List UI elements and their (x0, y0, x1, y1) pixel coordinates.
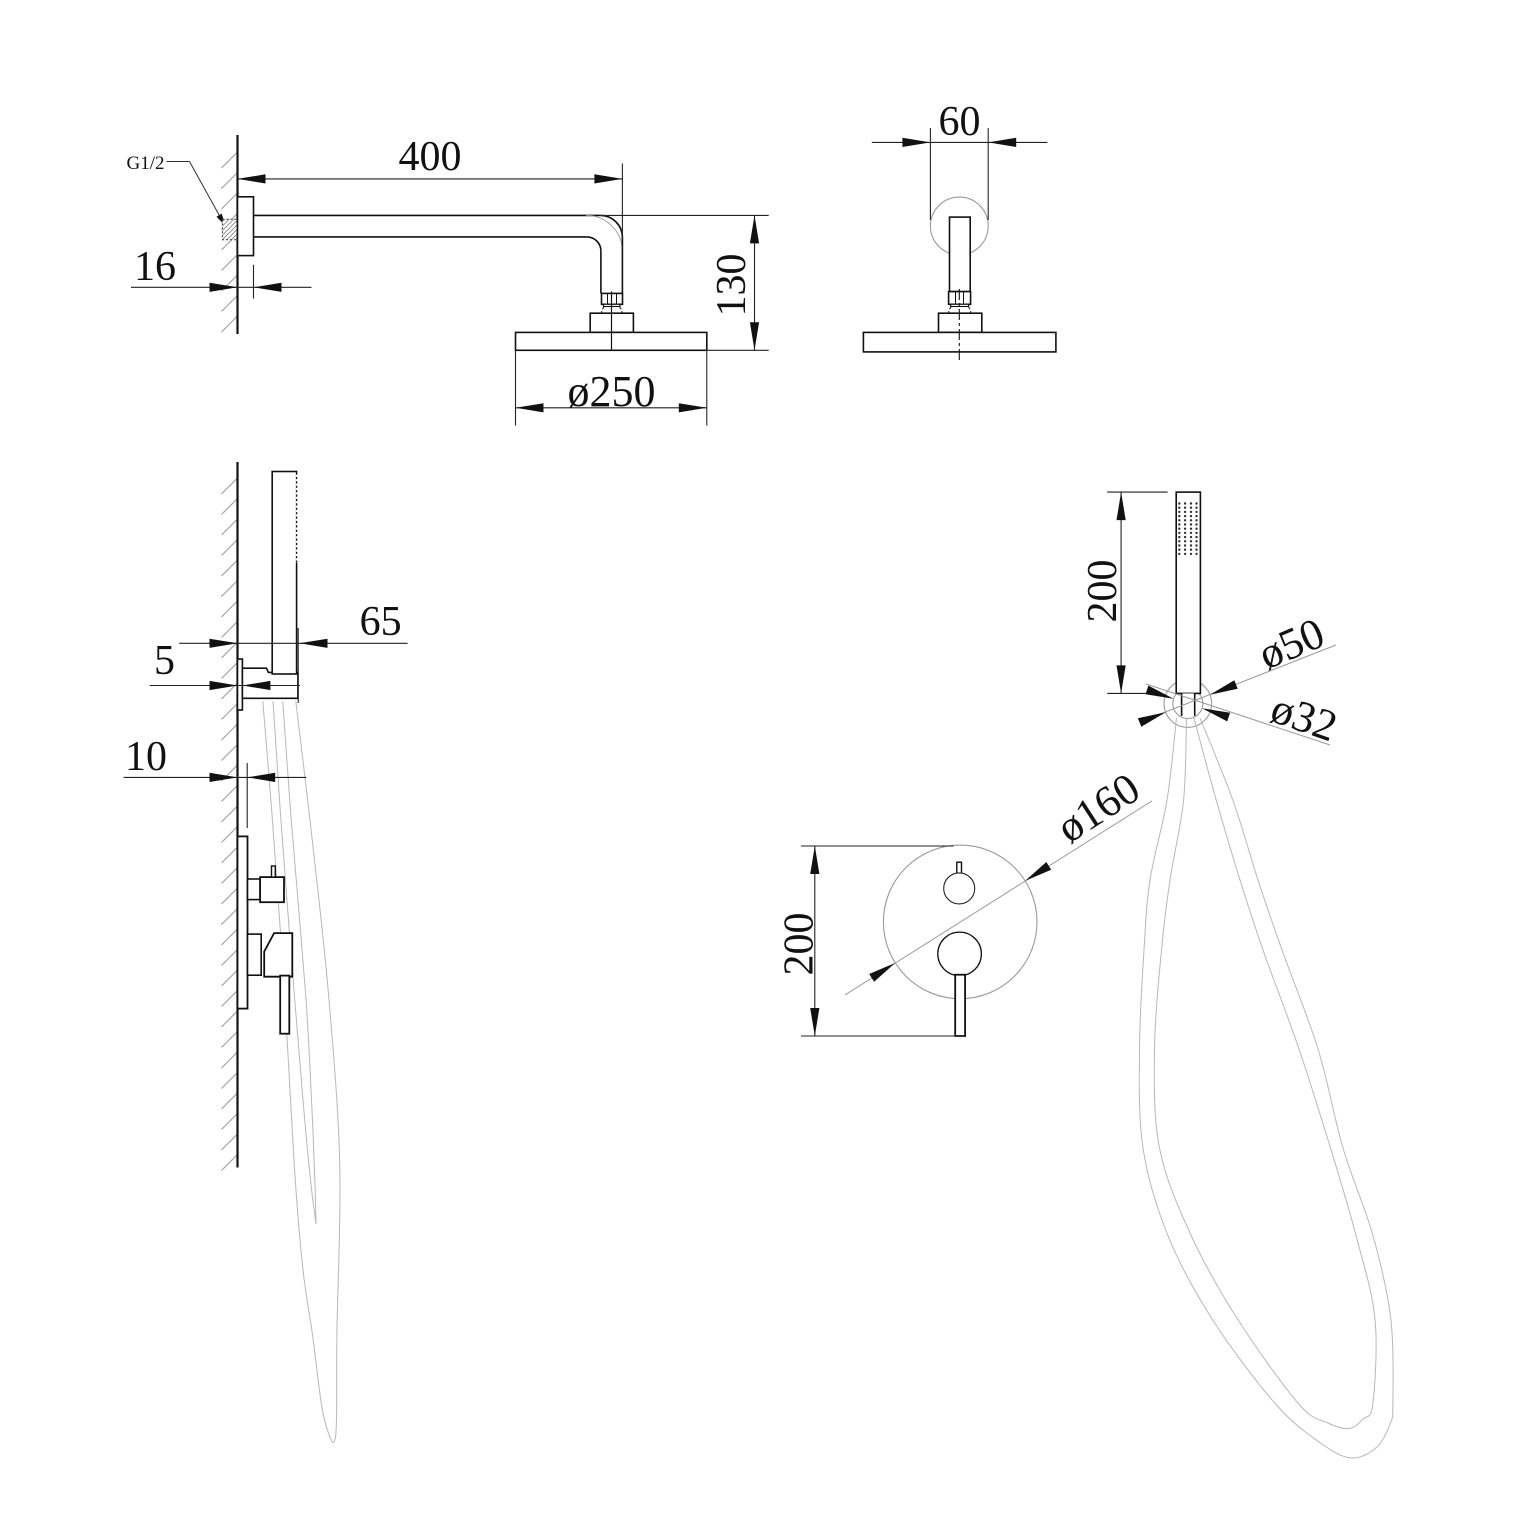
svg-text:200: 200 (1080, 560, 1126, 623)
svg-text:400: 400 (399, 134, 462, 180)
svg-text:65: 65 (360, 599, 402, 645)
svg-text:200: 200 (777, 913, 823, 976)
svg-text:60: 60 (939, 99, 981, 145)
svg-text:ø250: ø250 (568, 367, 656, 416)
svg-text:10: 10 (125, 734, 167, 780)
svg-text:16: 16 (134, 244, 176, 290)
svg-text:130: 130 (709, 254, 755, 317)
svg-text:5: 5 (154, 638, 175, 684)
svg-text:G1/2: G1/2 (127, 153, 165, 174)
